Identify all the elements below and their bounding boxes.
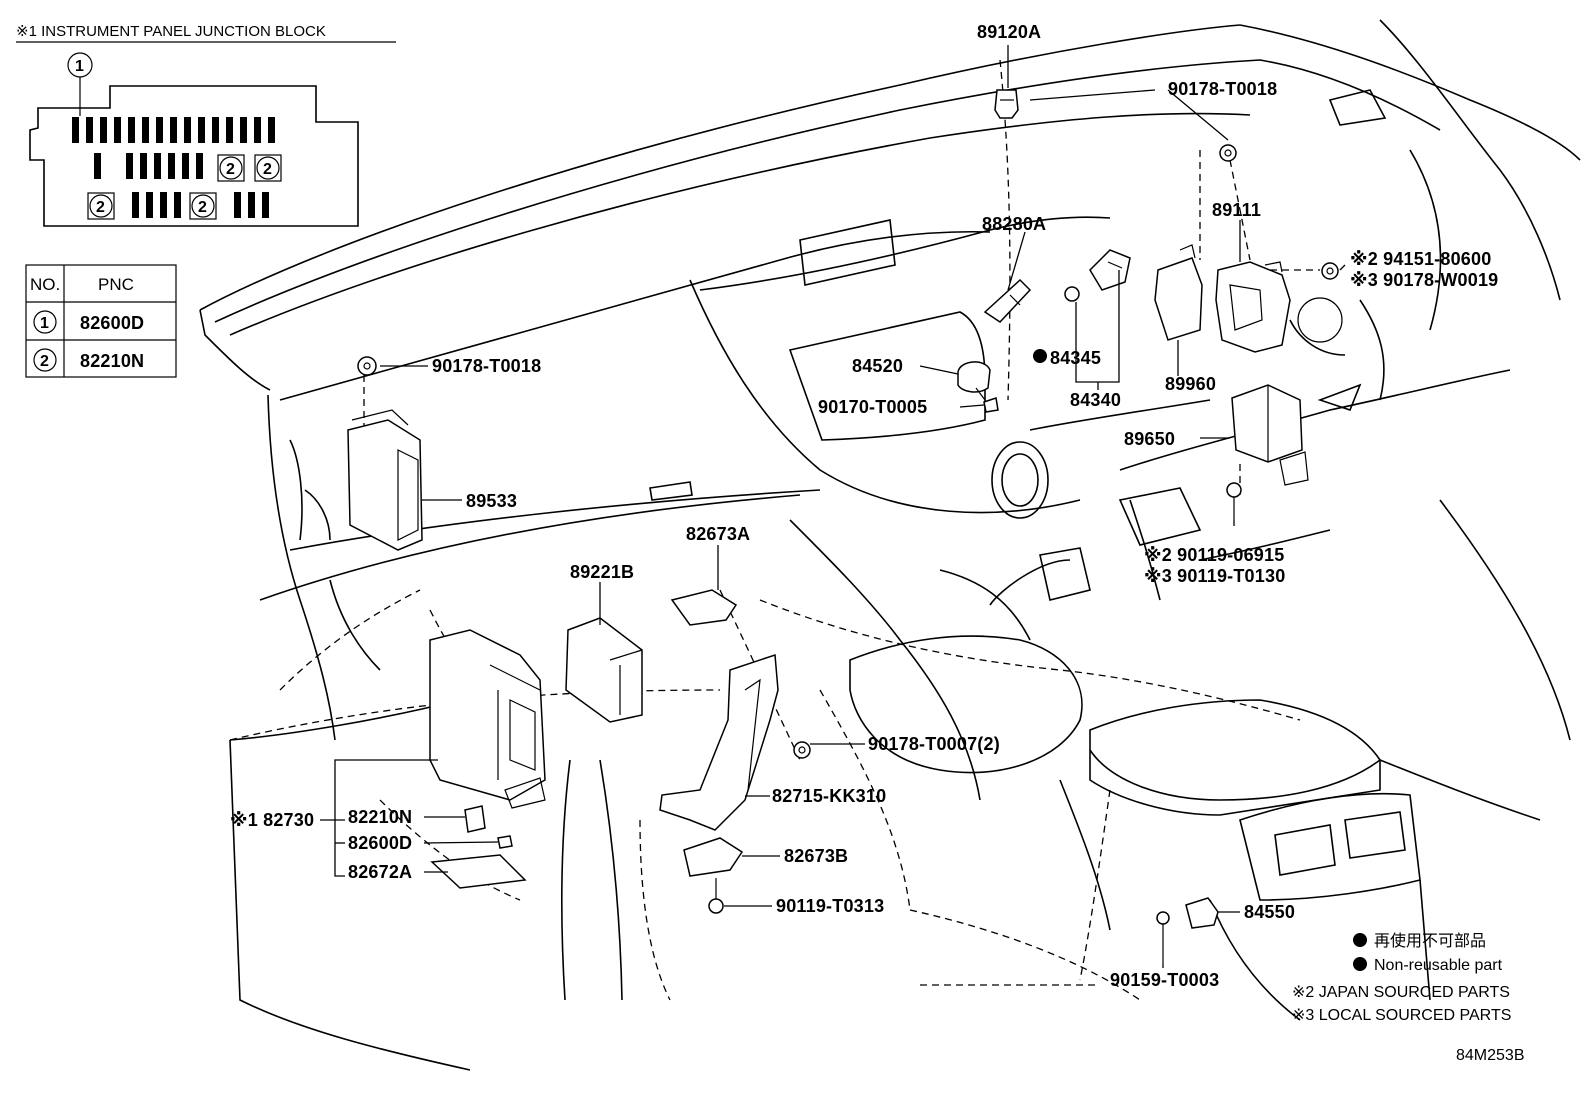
part-89120A (994, 89, 1019, 119)
label-90119-T0130: ※3 90119-T0130 (1144, 566, 1285, 586)
svg-text:2: 2 (198, 199, 207, 216)
legend: 再使用不可部品 Non-reusable part ※2 JAPAN SOURC… (1292, 932, 1525, 1064)
part-82673A (670, 589, 738, 626)
part-bolt-90119-06915 (1226, 482, 1242, 520)
junction-block-outline (29, 85, 359, 227)
legend-non-reusable-jp: 再使用不可部品 (1374, 932, 1486, 950)
fuse-row-2 (94, 153, 203, 179)
part-82673B (683, 837, 744, 877)
part-89960 (1154, 244, 1203, 341)
table-row-2-no: 2 (40, 353, 49, 370)
label-94151-80600: ※2 94151-80600 (1350, 249, 1491, 269)
table-row-2-pnc: 82210N (80, 351, 144, 371)
part-89533 (347, 409, 423, 551)
part-nut-94151 (1321, 262, 1339, 280)
label-90178-T0018-top: 90178-T0018 (1168, 79, 1277, 99)
svg-text:2: 2 (263, 161, 272, 178)
label-82673A: 82673A (686, 524, 750, 544)
label-82673B: 82673B (784, 846, 848, 866)
fuse-row-1 (72, 117, 275, 143)
label-84520: 84520 (852, 356, 903, 376)
part-89111 (1215, 261, 1291, 353)
label-90170-T0005: 90170-T0005 (818, 397, 927, 417)
dashboard-line-art (199, 19, 1581, 1071)
label-82600D: 82600D (348, 833, 412, 853)
label-90178-T0018-left: 90178-T0018 (432, 356, 541, 376)
label-82730: ※1 82730 (230, 810, 314, 830)
part-82730 (429, 629, 546, 809)
label-89533: 89533 (466, 491, 517, 511)
label-90119-06915: ※2 90119-06915 (1144, 545, 1284, 565)
svg-text:2: 2 (226, 161, 235, 178)
part-90170-T0005 (983, 397, 999, 413)
part-clip-left (357, 356, 377, 376)
part-82672A (430, 854, 527, 889)
legend-dot-en (1353, 957, 1367, 971)
label-90119-T0313: 90119-T0313 (776, 896, 884, 916)
label-88280A: 88280A (982, 214, 1046, 234)
pnc-table: NO. PNC 1 82600D 2 82210N (25, 264, 177, 378)
label-89650: 89650 (1124, 429, 1175, 449)
label-89221B: 89221B (570, 562, 634, 582)
figure-id: 84M253B (1456, 1047, 1525, 1064)
part-88280A (983, 278, 1032, 323)
part-clip-top (1219, 144, 1237, 162)
slot-marks: 2 2 2 2 (87, 154, 282, 220)
part-labels: 89120A 90178-T0018 89111 88280A ※2 94151… (230, 22, 1498, 990)
part-82600D (497, 835, 513, 849)
fuse-row-3 (132, 192, 269, 218)
part-84550 (1185, 897, 1219, 929)
label-90178-W0019: ※3 90178-W0019 (1350, 270, 1498, 290)
label-89120A: 89120A (977, 22, 1041, 42)
legend-non-reusable-en: Non-reusable part (1374, 957, 1503, 974)
parts (347, 89, 1339, 965)
label-90159-T0003: 90159-T0003 (1110, 970, 1219, 990)
part-clip-90178-T0007 (793, 741, 811, 759)
non-reusable-dot-84345 (1033, 349, 1047, 363)
inset-title: ※1 INSTRUMENT PANEL JUNCTION BLOCK (16, 23, 326, 40)
label-82210N: 82210N (348, 807, 412, 827)
label-90178-T0007: 90178-T0007(2) (868, 734, 1000, 754)
leader-lines (320, 45, 1346, 968)
label-84345: 84345 (1050, 348, 1101, 368)
label-89960: 89960 (1165, 374, 1216, 394)
table-header-no: NO. (30, 275, 60, 294)
table-row-1-pnc: 82600D (80, 313, 144, 333)
label-89111: 89111 (1212, 200, 1261, 220)
part-89650 (1231, 384, 1309, 486)
junction-block-inset: ※1 INSTRUMENT PANEL JUNCTION BLOCK 1 2 (16, 23, 396, 227)
part-89221B (565, 617, 643, 723)
label-84340: 84340 (1070, 390, 1121, 410)
table-row-1-no: 1 (40, 315, 49, 332)
legend-local-sourced: ※3 LOCAL SOURCED PARTS (1292, 1007, 1511, 1024)
label-82715-KK310: 82715-KK310 (772, 786, 886, 806)
part-bolt-90159-T0003 (1156, 911, 1170, 965)
label-82672A: 82672A (348, 862, 412, 882)
label-84550: 84550 (1244, 902, 1295, 922)
part-bolt-90119-T0313 (708, 878, 724, 914)
table-header-pnc: PNC (98, 275, 134, 294)
part-82210N (464, 805, 486, 833)
part-82715-KK310 (659, 653, 779, 831)
legend-dot-jp (1353, 933, 1367, 947)
legend-japan-sourced: ※2 JAPAN SOURCED PARTS (1292, 984, 1510, 1001)
svg-text:2: 2 (96, 199, 105, 216)
inset-callout: 1 (75, 58, 84, 75)
part-84520 (957, 361, 991, 401)
part-84340 (1064, 249, 1131, 302)
